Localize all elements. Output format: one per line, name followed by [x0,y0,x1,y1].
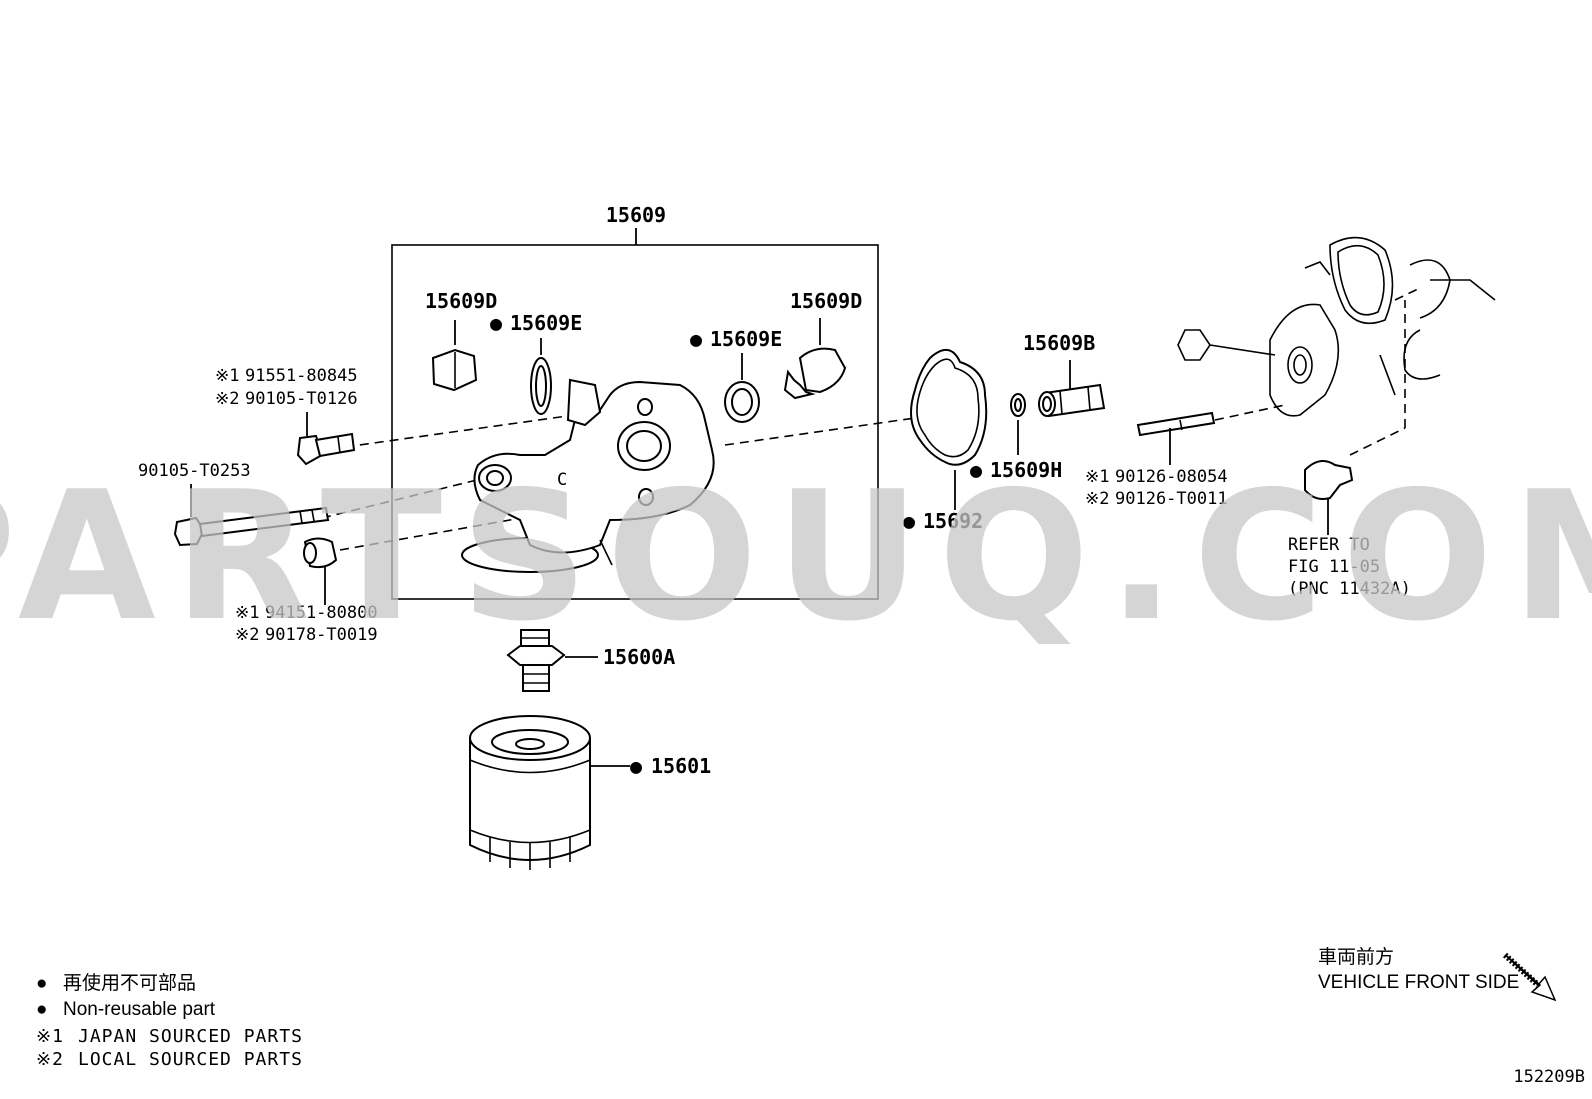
bolt-short-japan-part[interactable]: 91551-80845 [245,366,358,386]
engine-block-reference [1177,236,1496,417]
bolt-long[interactable]: 90105-T0253 [138,461,330,547]
gasket-left-label[interactable]: 15609E [510,311,582,335]
refer-line-1: REFER TO [1288,535,1370,555]
nonreusable-dot-gasket-left: ● [490,311,502,335]
housing-gasket[interactable]: ● 15692 [903,349,988,533]
housing-mark: C [557,470,567,490]
legend-local-mark: ※2 [36,1049,64,1070]
plug-left-label[interactable]: 15609D [425,289,497,313]
bolt-short[interactable]: ※1 91551-80845 ※2 90105-T0126 [215,366,358,466]
bolt-long-label[interactable]: 90105-T0253 [138,461,251,481]
watermark: PARTSOUQ.COM [0,453,1592,660]
plug-right[interactable]: 15609D [783,289,862,400]
legend-dot-2: ● [36,999,47,1020]
washer-japan-part[interactable]: 94151-80800 [265,603,378,623]
front-side-jp: 車両前方 [1318,946,1394,968]
plug-left[interactable]: 15609D [425,289,497,392]
bolt-short-japan-mark: ※1 [215,366,239,386]
nonreusable-dot-gasket-right: ● [690,327,702,351]
refer-line-2: FIG 11-05 [1288,557,1380,577]
washer[interactable]: ※1 94151-80800 ※2 90178-T0019 [235,537,378,646]
figure-id: 152209B [1513,1067,1585,1087]
nonreusable-dot-filter: ● [630,754,642,778]
gasket-right[interactable]: ● 15609E [690,327,782,423]
pipe[interactable]: 15609B [1023,331,1106,418]
assembly-group: 15609 [391,203,879,600]
front-side-en: VEHICLE FRONT SIDE [1318,972,1519,993]
legend-non-reusable-jp: 再使用不可部品 [63,972,196,994]
oil-filter-bracket[interactable]: C [461,378,715,573]
stud-local-part[interactable]: 90126-T0011 [1115,489,1228,509]
oil-filter[interactable]: ● 15601 [469,715,711,870]
legend: ● 再使用不可部品 ● Non-reusable part ※1 JAPAN S… [36,972,303,1070]
legend-japan-sourced: JAPAN SOURCED PARTS [78,1026,303,1047]
front-side-indicator: 車両前方 VEHICLE FRONT SIDE [1318,946,1557,1002]
legend-non-reusable-en: Non-reusable part [63,999,216,1020]
gasket-right-label[interactable]: 15609E [710,327,782,351]
washer-local-mark: ※2 [235,625,259,645]
assembly-box [391,244,879,600]
nonreusable-dot-housing-gasket: ● [903,509,915,533]
union-label[interactable]: 15600A [603,645,675,669]
legend-local-sourced: LOCAL SOURCED PARTS [78,1049,303,1070]
stud-japan-mark: ※1 [1085,467,1109,487]
union[interactable]: 15600A [506,629,675,692]
stud-japan-part[interactable]: 90126-08054 [1115,467,1228,487]
nonreusable-dot-o-ring: ● [970,458,982,482]
legend-dot-1: ● [36,973,47,994]
refer-line-3: (PNC 11432A) [1288,579,1411,599]
pipe-label[interactable]: 15609B [1023,331,1095,355]
o-ring-label[interactable]: 15609H [990,458,1062,482]
bolt-short-local-mark: ※2 [215,389,239,409]
front-arrow-icon [1502,952,1557,1002]
plug-right-label[interactable]: 15609D [790,289,862,313]
housing-gasket-label[interactable]: 15692 [923,509,983,533]
washer-japan-mark: ※1 [235,603,259,623]
legend-japan-mark: ※1 [36,1026,64,1047]
washer-local-part[interactable]: 90178-T0019 [265,625,378,645]
bolt-short-local-part[interactable]: 90105-T0126 [245,389,358,409]
drain-plug-reference[interactable]: REFER TO FIG 11-05 (PNC 11432A) [1288,460,1411,599]
stud-local-mark: ※2 [1085,489,1109,509]
o-ring[interactable]: ● 15609H [970,393,1062,482]
filter-label[interactable]: 15601 [651,754,711,778]
gasket-left[interactable]: ● 15609E [490,311,582,415]
stud[interactable]: ※1 90126-08054 ※2 90126-T0011 [1085,411,1228,509]
group-label[interactable]: 15609 [606,203,666,227]
